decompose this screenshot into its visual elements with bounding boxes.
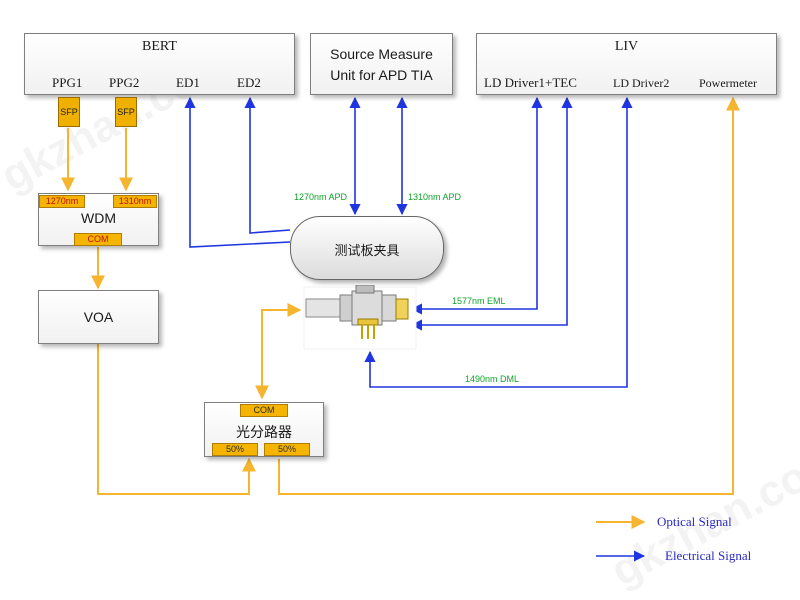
- label-1577nm-eml: 1577nm EML: [452, 296, 506, 306]
- smu-title-line2: Unit for APD TIA: [330, 67, 433, 83]
- splitter-port-50-left: 50%: [212, 443, 258, 456]
- bosa-device-image: [303, 285, 417, 350]
- liv-port-ld-driver2: LD Driver2: [613, 76, 670, 90]
- sfp-module-1: SFP: [58, 97, 80, 127]
- electrical-wire-ed1: [184, 96, 291, 248]
- liv-port-powermeter: Powermeter: [699, 76, 757, 90]
- electrical-wire-eml1577: [410, 96, 543, 315]
- bert-box: BERT PPG1 PPG2 ED1 ED2: [24, 33, 295, 95]
- electrical-wire-tec: [410, 96, 573, 331]
- wdm-title: WDM: [81, 210, 116, 226]
- legend-electrical-label: Electrical Signal: [665, 548, 752, 563]
- wdm-port-1310nm: 1310nm: [113, 195, 157, 208]
- bert-port-ed2: ED2: [237, 75, 261, 90]
- label-1270nm-apd: 1270nm APD: [294, 192, 348, 202]
- optical-wire-splitter-powermeter: [278, 96, 740, 495]
- splitter-port-50-right: 50%: [264, 443, 310, 456]
- optical-wire-voa-splitter: [97, 344, 256, 495]
- smu-title-line1: Source Measure: [330, 46, 433, 62]
- test-board-fixture: 测试板夹具: [290, 216, 444, 280]
- voa-box: VOA: [38, 290, 159, 344]
- liv-title: LIV: [614, 39, 639, 54]
- electrical-wire-dml1490: [364, 96, 633, 388]
- electrical-wire-ed2: [244, 96, 291, 234]
- optical-wire-splitter-bosa: [255, 303, 302, 400]
- fixture-title: 测试板夹具: [334, 243, 400, 258]
- voa-title: VOA: [83, 309, 114, 325]
- label-1310nm-apd: 1310nm APD: [408, 192, 462, 202]
- legend-optical-label: Optical Signal: [657, 514, 732, 529]
- label-1490nm-dml: 1490nm DML: [465, 374, 520, 384]
- wdm-port-com: COM: [74, 233, 122, 246]
- bert-port-ppg1: PPG1: [52, 75, 83, 90]
- smu-box: Source Measure Unit for APD TIA: [310, 33, 453, 95]
- liv-box: LIV LD Driver1+TEC LD Driver2 Powermeter: [476, 33, 777, 95]
- liv-port-ld-driver1: LD Driver1+TEC: [484, 75, 577, 90]
- splitter-port-com: COM: [240, 404, 288, 417]
- bert-port-ed1: ED1: [176, 75, 200, 90]
- splitter-title: 光分路器: [236, 424, 292, 440]
- bert-port-ppg2: PPG2: [109, 75, 140, 90]
- sfp-module-2: SFP: [115, 97, 137, 127]
- bert-title: BERT: [142, 39, 177, 54]
- wdm-port-1270nm: 1270nm: [39, 195, 85, 208]
